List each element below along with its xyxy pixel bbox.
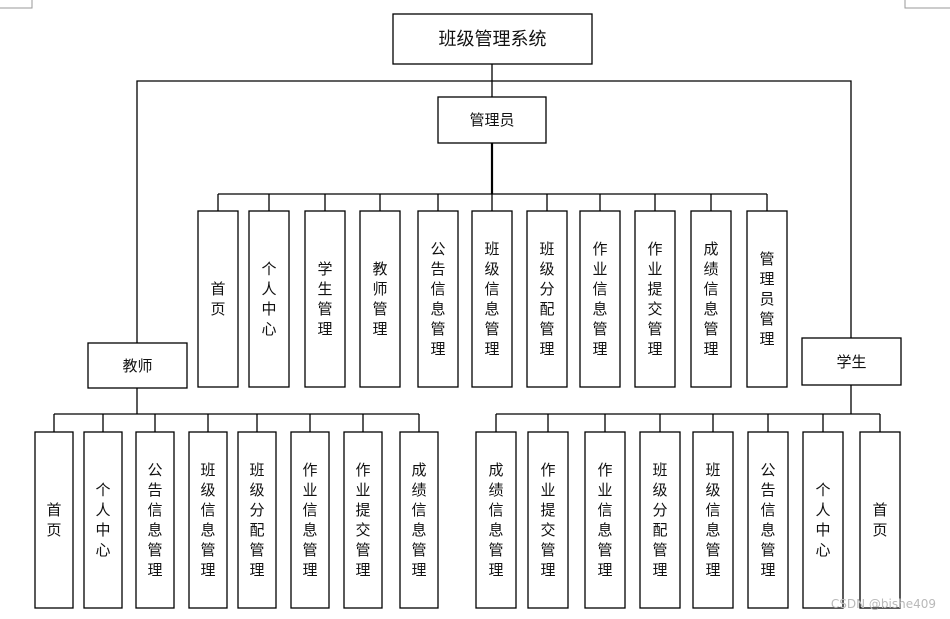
watermark: CSDN @bishe409 [830,597,936,611]
module-box-frame [471,210,513,388]
admin-module-label: 学生管理 [317,260,332,338]
admin-module-group: 首页 个人中心 学生管理 教师管理 公告信息管理 班级信息管理 班级分配管理 作业信息管理 作业… [197,143,788,388]
admin-module-box: 成绩信息管理 [690,194,732,388]
module-box-frame [343,431,383,609]
student-module-label: 作业信息管理 [597,461,612,579]
admin-module-label: 班级分配管理 [539,240,554,358]
admin-bus-line [218,143,767,195]
student-module-label: 成绩信息管理 [488,461,503,579]
module-box-frame [475,431,517,609]
module-box-frame [304,210,346,388]
module-box-frame [135,431,175,609]
module-box-frame [746,210,788,388]
teacher-module-box: 作业信息管理 [290,414,330,609]
admin-module-box: 公告信息管理 [417,194,459,388]
teacher-module-label: 成绩信息管理 [411,461,426,579]
admin-module-box: 作业信息管理 [579,194,621,388]
teacher-module-box: 成绩信息管理 [399,414,439,609]
module-box-frame [290,431,330,609]
module-box-frame [692,431,734,609]
teacher-module-box: 作业提交管理 [343,414,383,609]
module-box-frame [417,210,459,388]
student-module-group: 成绩信息管理 作业提交管理 作业信息管理 班级分配管理 班级信息管理 公告信息管理 个人中心… [475,385,901,609]
teacher-module-box: 公告信息管理 [135,414,175,609]
student-label: 学生 [836,353,866,371]
teacher-module-label: 班级分配管理 [249,461,264,579]
teacher-module-group: 首页 个人中心 公告信息管理 班级信息管理 班级分配管理 作业信息管理 作业提交管理 成绩信息… [34,388,439,609]
teacher-module-box: 个人中心 [83,414,123,609]
student-module-box: 班级分配管理 [639,414,681,609]
admin-module-label: 班级信息管理 [484,240,499,358]
admin-module-label: 教师管理 [372,260,387,338]
module-box-frame [197,210,239,388]
admin-module-label: 个人中心 [261,260,276,338]
module-box-frame [248,210,290,388]
crop-marks [0,0,950,9]
module-box-frame [690,210,732,388]
student-module-box: 班级信息管理 [692,414,734,609]
admin-module-box: 作业提交管理 [634,194,676,388]
module-box-frame [526,210,568,388]
teacher-module-label: 首页 [46,501,61,539]
teacher-bus-line [54,388,419,415]
module-box-frame [237,431,277,609]
teacher-module-label: 公告信息管理 [147,461,162,579]
module-box-frame [399,431,439,609]
student-module-box: 成绩信息管理 [475,414,517,609]
module-box-frame [639,431,681,609]
admin-module-label: 成绩信息管理 [703,240,718,358]
teacher-module-label: 班级信息管理 [200,461,215,579]
admin-module-box: 班级信息管理 [471,194,513,388]
admin-node: 管理员 [437,96,547,144]
student-module-label: 首页 [872,501,887,539]
teacher-module-label: 作业提交管理 [355,461,370,579]
module-box-frame [359,210,401,388]
module-box-frame [83,431,123,609]
student-module-label: 个人中心 [815,481,830,559]
student-module-label: 班级信息管理 [705,461,720,579]
student-bus-line [496,385,880,415]
admin-module-label: 作业信息管理 [592,240,607,358]
teacher-node: 教师 [87,342,188,389]
teacher-module-label: 个人中心 [95,481,110,559]
admin-module-label: 公告信息管理 [430,240,445,358]
admin-module-box: 管理员管理 [746,194,788,388]
student-module-box: 个人中心 [802,414,844,609]
module-box-frame [579,210,621,388]
teacher-module-box: 班级信息管理 [188,414,228,609]
student-node: 学生 [801,337,902,386]
student-module-box: 首页 [859,414,901,609]
admin-module-box: 学生管理 [304,194,346,388]
admin-module-label: 作业提交管理 [647,240,662,358]
module-box-frame [634,210,676,388]
admin-label: 管理员 [469,111,514,129]
student-module-box: 作业提交管理 [527,414,569,609]
module-box-frame [584,431,626,609]
root-node: 班级管理系统 [392,13,593,65]
module-box-frame [527,431,569,609]
teacher-label: 教师 [122,357,152,375]
teacher-module-label: 作业信息管理 [302,461,317,579]
student-module-label: 班级分配管理 [652,461,667,579]
admin-module-label: 管理员管理 [759,250,774,348]
admin-module-box: 个人中心 [248,194,290,388]
root-title: 班级管理系统 [439,29,547,50]
admin-module-box: 教师管理 [359,194,401,388]
module-box-frame [859,431,901,609]
student-module-label: 公告信息管理 [760,461,775,579]
module-box-frame [188,431,228,609]
admin-module-box: 首页 [197,194,239,388]
teacher-module-box: 班级分配管理 [237,414,277,609]
module-box-frame [34,431,74,609]
student-module-box: 公告信息管理 [747,414,789,609]
admin-module-box: 班级分配管理 [526,194,568,388]
student-module-box: 作业信息管理 [584,414,626,609]
admin-module-label: 首页 [210,280,225,318]
teacher-module-box: 首页 [34,414,74,609]
student-module-label: 作业提交管理 [540,461,555,579]
module-box-frame [747,431,789,609]
module-box-frame [802,431,844,609]
